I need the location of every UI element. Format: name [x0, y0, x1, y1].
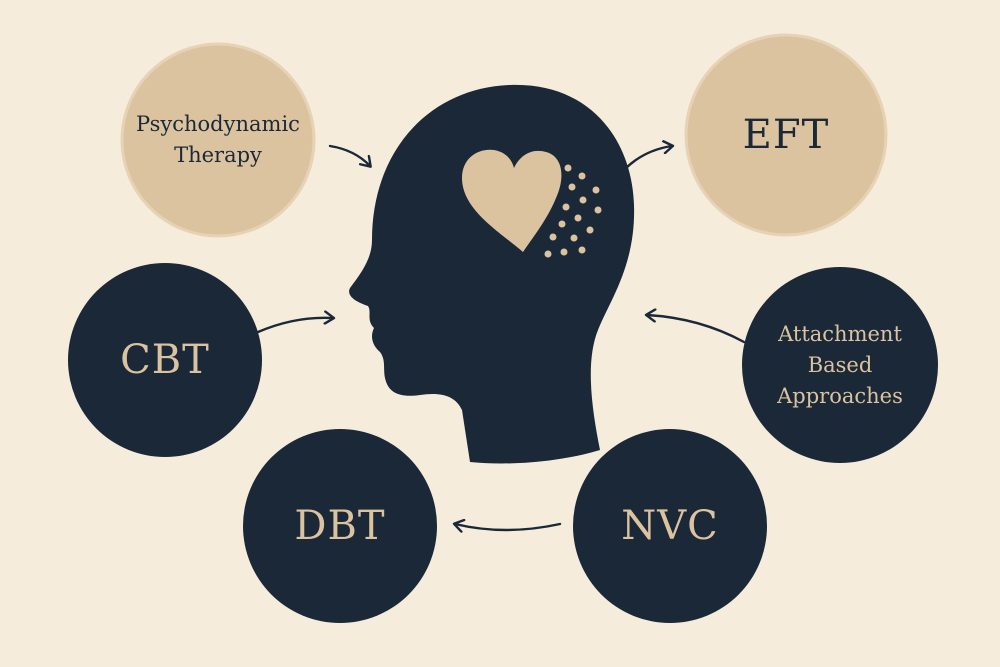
nvc-circle [573, 429, 767, 623]
attachment-label-line2: Based [807, 352, 873, 377]
dbt-circle [243, 429, 437, 623]
arrow-cbt-to-head [256, 318, 333, 334]
nvc-node: NVC [573, 429, 767, 623]
psychodynamic-label-line2: Therapy [174, 143, 262, 167]
arrow-psychodynamic-to-head [328, 144, 370, 166]
eft-circle [684, 33, 888, 237]
psychodynamic-circle [120, 42, 316, 238]
eft-label: EFT [742, 112, 830, 158]
arrow-head-to-eft [624, 146, 672, 170]
dbt-node: DBT [243, 429, 437, 623]
arrow-attachment-to-head [647, 315, 746, 344]
arrow-nvc-to-dbt [455, 524, 562, 530]
head-silhouette-icon [349, 84, 635, 464]
cbt-circle [68, 263, 262, 457]
nvc-label: NVC [621, 503, 719, 549]
dbt-label: DBT [294, 503, 386, 549]
dots-icon [544, 164, 602, 258]
attachment-label-line3: Approaches [777, 383, 903, 408]
psychodynamic-label-line1: Psychodynamic [136, 112, 300, 136]
heart-icon [462, 149, 562, 252]
eft-node: EFT [686, 35, 886, 235]
cbt-label: CBT [120, 337, 210, 383]
attachment-label-line1: Attachment [778, 321, 902, 346]
cbt-node: CBT [68, 263, 262, 457]
attachment-circle [742, 267, 938, 463]
